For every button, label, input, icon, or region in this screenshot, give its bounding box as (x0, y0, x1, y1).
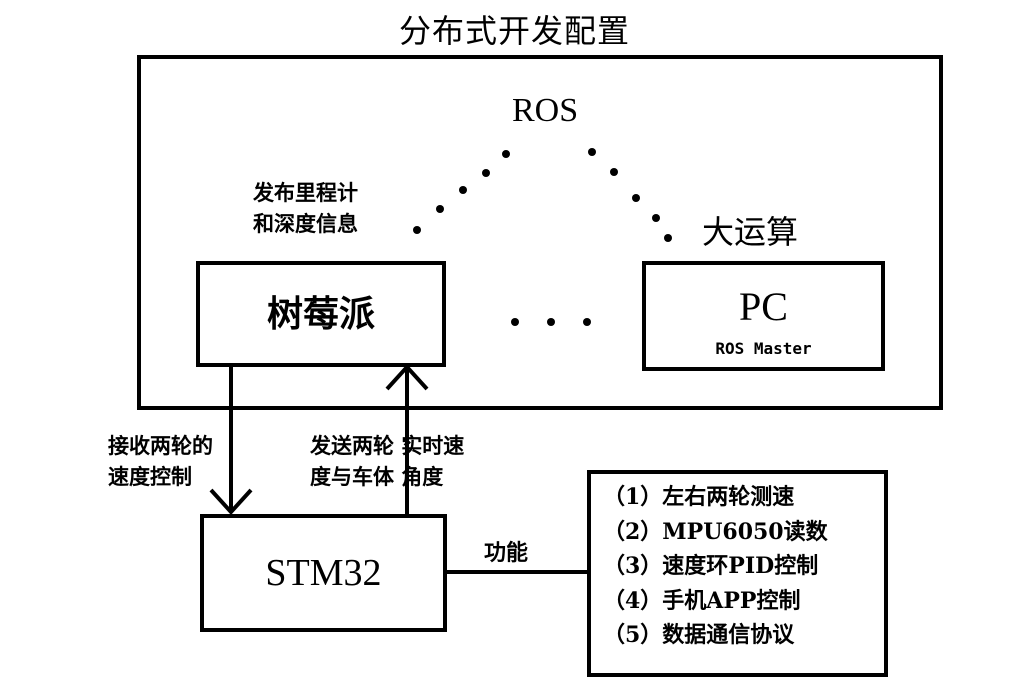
functions-list: （1）左右两轮测速 （2）MPU6050读数 （3）速度环PID控制 （4）手机… (603, 480, 828, 653)
odometry-depth-note-line2: 和深度信息 (253, 211, 358, 236)
heavy-computation-note: 大运算 (702, 213, 799, 251)
pc-ros-master-label: ROS Master (715, 339, 812, 358)
functions-box (587, 470, 888, 677)
speed-control-note-line2: 速度控制 (108, 464, 192, 489)
odometry-depth-note-line1: 发布里程计 (253, 180, 358, 205)
speed-control-note: 接收两轮的 速度控制 (108, 430, 213, 492)
pc-label: PC (739, 284, 788, 329)
realtime-speed-angle-note-line1: 发送两轮 实时速 (310, 433, 465, 458)
function-item: （5）数据通信协议 (603, 622, 795, 648)
function-item: （1）左右两轮测速 (603, 484, 795, 510)
function-item: （3）速度环PID控制 (603, 553, 819, 579)
function-item: （4）手机APP控制 (603, 587, 801, 614)
ros-label: ROS (512, 92, 579, 129)
stm32-label: STM32 (265, 552, 382, 594)
pc-box (642, 261, 885, 371)
realtime-speed-angle-note-line2: 度与车体 角度 (310, 464, 444, 489)
down-arrow-head (209, 488, 253, 515)
raspberry-pi-label: 树莓派 (266, 293, 375, 335)
raspberry-pi-box (196, 261, 446, 367)
function-item: （2）MPU6050读数 (603, 518, 828, 545)
function-label: 功能 (484, 540, 529, 566)
speed-control-note-line1: 接收两轮的 (108, 433, 213, 458)
diagram-title: 分布式开发配置 (398, 12, 630, 50)
realtime-speed-angle-note: 发送两轮 实时速 度与车体 角度 (310, 430, 464, 492)
up-arrow-head (385, 364, 429, 391)
ros-system-frame (137, 55, 943, 410)
odometry-depth-note: 发布里程计 和深度信息 (253, 177, 358, 239)
stm32-box (200, 514, 447, 632)
